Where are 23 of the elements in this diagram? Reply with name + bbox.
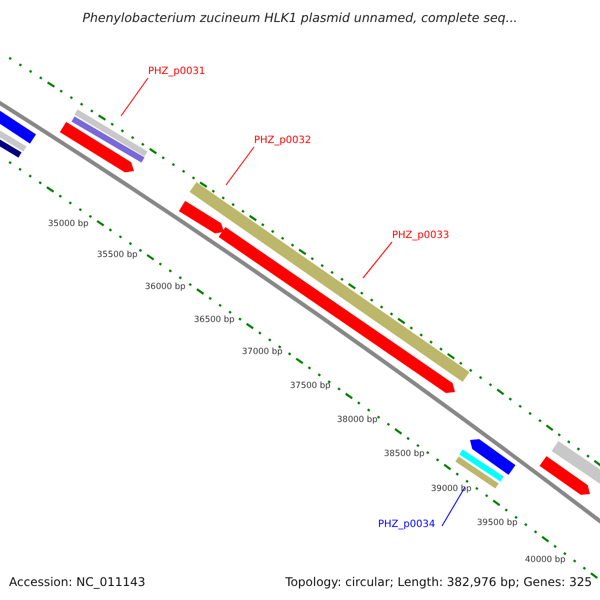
leader-line: [362, 242, 392, 278]
gene-label: PHZ_p0031: [148, 66, 206, 78]
position-label: 38500 bp: [384, 449, 425, 459]
position-label: 39500 bp: [477, 518, 518, 528]
map-title: Phenylobacterium zucineum HLK1 plasmid unnamed, complete seq...: [81, 10, 519, 25]
map-info: Accession: NC_011143: [9, 575, 146, 589]
gene-bar: [190, 182, 470, 382]
gene-bar: [71, 109, 148, 163]
map-info: Topology: circular; Length: 382,976 bp; Genes: 325: [285, 575, 592, 589]
leader-line: [226, 146, 254, 186]
gene-label: PHZ_p0032: [254, 135, 312, 147]
position-label: 40000 bp: [525, 555, 566, 565]
position-label: 38000 bp: [337, 415, 378, 425]
position-label: 37000 bp: [242, 347, 283, 357]
leader-line: [442, 486, 466, 526]
position-label: 37500 bp: [290, 381, 331, 391]
gene-label: PHZ_p0033: [392, 230, 450, 242]
position-label: 35000 bp: [48, 219, 89, 229]
gene-label: PHZ_p0034: [378, 519, 436, 531]
gene-arrow: [218, 227, 455, 393]
position-label: 36500 bp: [194, 315, 235, 325]
leader-line: [120, 78, 148, 116]
position-label: 35500 bp: [97, 250, 138, 260]
